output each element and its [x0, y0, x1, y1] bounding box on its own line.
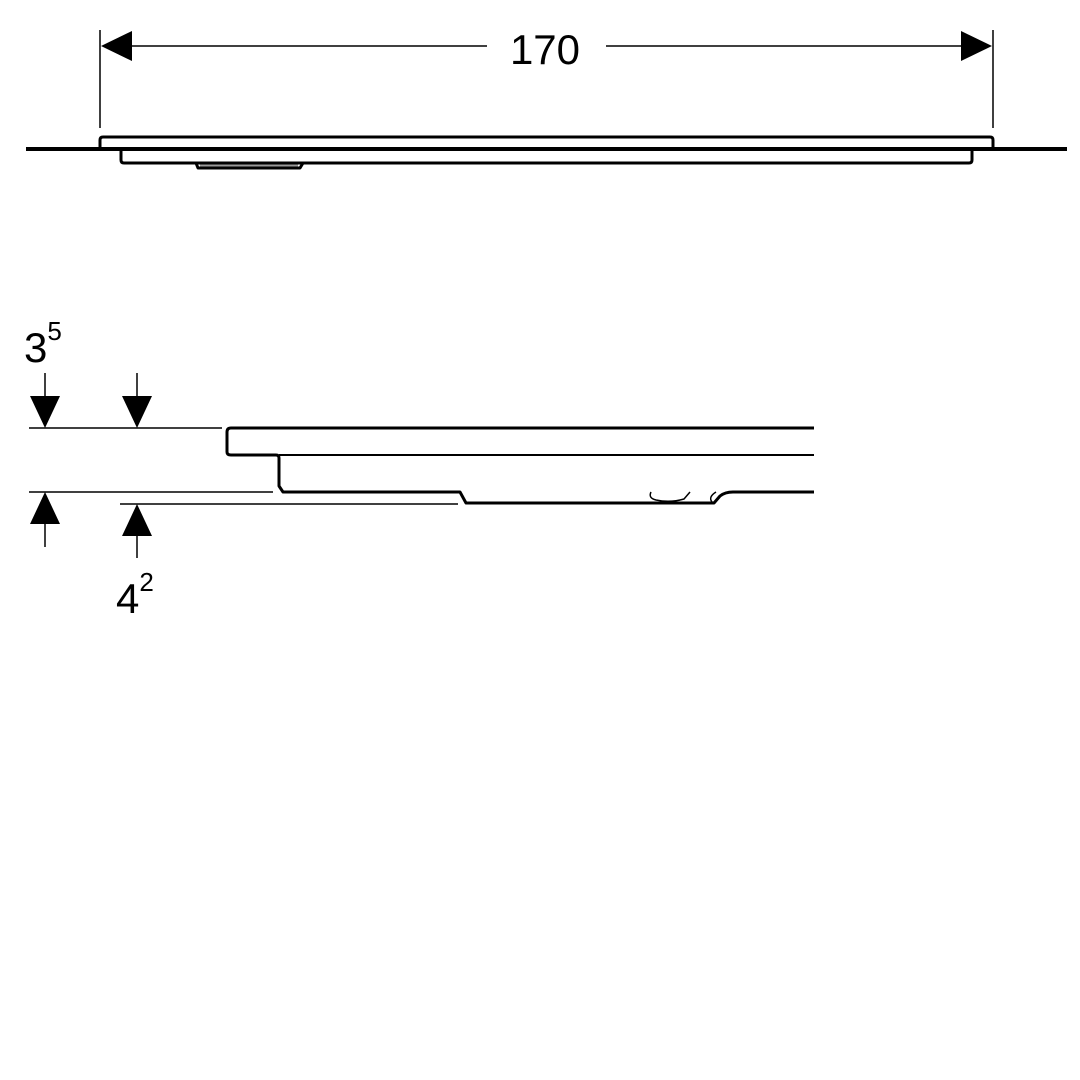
arrow-down-icon [30, 396, 60, 428]
section-detail [225, 426, 814, 505]
arrow-up-icon [122, 504, 152, 536]
width-dimension [99, 30, 994, 128]
side-view-full [26, 135, 1067, 170]
thickness-dimensions [29, 373, 458, 558]
width-label: 170 [510, 26, 580, 73]
top-thickness-label: 35 [24, 316, 62, 371]
arrow-left-icon [101, 31, 132, 61]
arrow-down-icon [122, 396, 152, 428]
arrow-right-icon [961, 31, 992, 61]
arrow-up-icon [30, 492, 60, 524]
total-height-label: 42 [116, 567, 154, 622]
